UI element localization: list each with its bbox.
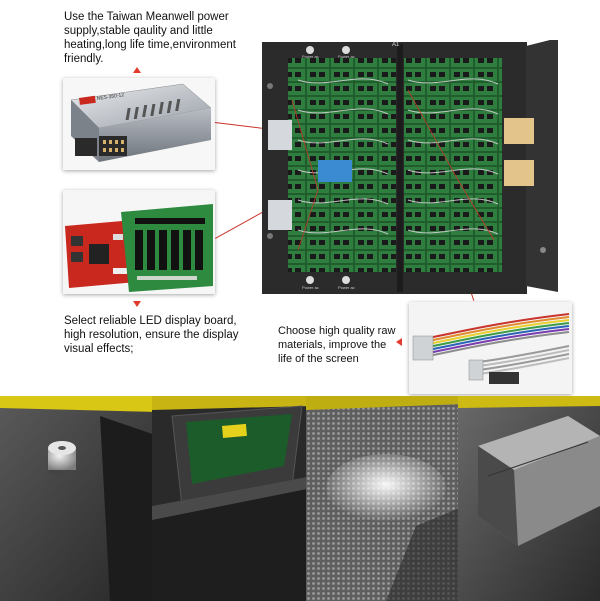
arrow-down-icon <box>133 301 141 307</box>
bottom-power-label-2: Power ac <box>338 285 355 290</box>
bottom-power-label-1: Power ac <box>302 285 319 290</box>
detail-photo-box-corner <box>458 396 600 601</box>
led-cabinet: A1 Power ac Power ac Power ac Power ac <box>258 38 563 298</box>
bolt-illustration <box>0 396 158 601</box>
box-corner-illustration <box>458 396 600 601</box>
power-supply-model: NES-350-12 <box>96 92 124 102</box>
led-board-illustration <box>63 190 215 294</box>
detail-photo-strip <box>0 396 600 601</box>
power-supply-caption: Use the Taiwan Meanwell power supply,sta… <box>64 11 236 65</box>
arrow-left-icon <box>396 338 402 346</box>
detail-photo-module-edge <box>152 396 312 601</box>
top-power-label-1: Power ac <box>302 54 319 59</box>
detail-photo-bolt <box>0 396 158 601</box>
detail-photo-led-surface <box>306 396 464 601</box>
module-edge-illustration <box>152 396 312 601</box>
power-supply-photo: NES-350-12 <box>63 78 215 170</box>
led-board-caption: Select reliable LED display board, high … <box>64 315 239 355</box>
ribbon-cable-photo <box>409 302 572 394</box>
power-supply-illustration: NES-350-12 <box>63 78 215 170</box>
led-surface-illustration <box>306 396 464 601</box>
arrow-up-icon <box>133 67 141 73</box>
door-label: A1 <box>392 42 400 48</box>
ribbon-cable-illustration <box>409 302 572 394</box>
led-board-photo <box>63 190 215 294</box>
raw-materials-caption: Choose high quality raw materials, impro… <box>278 325 396 365</box>
top-power-label-2: Power ac <box>338 54 355 59</box>
cabinet-illustration <box>262 38 558 294</box>
